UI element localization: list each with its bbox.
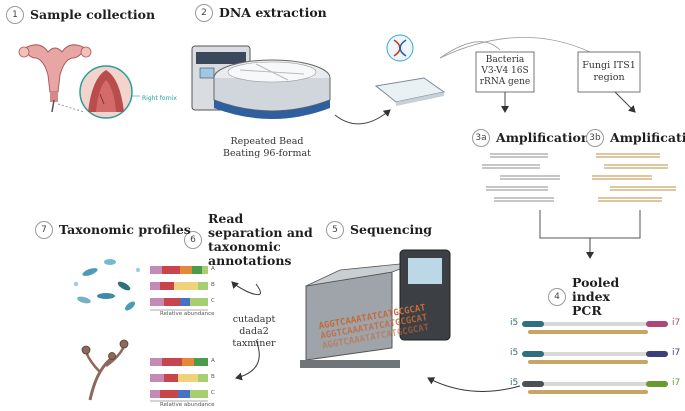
bacteria-box-label: Bacteria V3-V4 16S rRNA gene: [479, 55, 531, 87]
i5-label: i5: [510, 378, 519, 388]
step-5-header: 5 Sequencing: [326, 221, 432, 239]
step-6-header: 6 Read separation and taxonomic annotati…: [184, 212, 314, 268]
fungi-amplicons: [592, 153, 676, 202]
tool-taxminer: taxminer: [232, 338, 276, 349]
fungi-illustration: [81, 339, 129, 401]
step-3b-header: 3b Amplification: [586, 129, 685, 147]
tools-list: cutadapt dada2 taxminer: [226, 314, 282, 350]
fungi-box-label: Fungi ITS1 region: [582, 60, 636, 83]
uterus-illustration: [18, 44, 92, 113]
cervix-zoom-circle: [79, 65, 140, 119]
sample-label-a: A: [211, 266, 215, 272]
step-title: Sequencing: [350, 222, 433, 237]
fungi-abundance-chart: [150, 358, 208, 402]
step-title: Taxonomic profiles: [59, 222, 191, 237]
dna-plate: [374, 34, 446, 106]
bacteria-abundance-chart: [150, 266, 208, 311]
step-title: Read separation and taxonomic annotation…: [208, 211, 313, 268]
indexed-strands: [522, 321, 668, 394]
step-title: DNA extraction: [219, 5, 327, 20]
sample-label-c: C: [211, 298, 215, 304]
step-title: Sample collection: [30, 7, 156, 22]
sample-label-b: B: [211, 374, 215, 380]
sequencer: [300, 249, 451, 368]
step-title: Amplification: [610, 130, 685, 145]
extraction-robot: [191, 45, 331, 119]
sample-label-a: A: [211, 358, 215, 364]
step-1-header: 1 Sample collection: [6, 6, 155, 24]
step-number: 7: [35, 221, 53, 239]
bacteria-box: [475, 51, 535, 93]
bead-beating-label: Repeated Bead Beating 96-format: [223, 136, 311, 159]
step-title: Amplification: [496, 130, 590, 145]
fungi-box: [577, 51, 641, 93]
i7-label: i7: [672, 318, 681, 328]
step-number: 3b: [586, 129, 604, 147]
sample-label-b: B: [211, 282, 215, 288]
tool-dada2: dada2: [239, 326, 269, 337]
step-7-header: 7 Taxonomic profiles: [35, 221, 191, 239]
relative-abundance-label: Relative abundance: [160, 311, 215, 317]
step-title: Pooled index PCR: [572, 275, 620, 318]
step-number: 2: [195, 4, 213, 22]
i7-label: i7: [672, 348, 681, 358]
step-number: 5: [326, 221, 344, 239]
i7-label: i7: [672, 378, 681, 388]
sample-label-c: C: [211, 390, 215, 396]
step-number: 4: [548, 288, 566, 306]
step-3a-header: 3a Amplification: [472, 129, 590, 147]
step-number: 6: [184, 231, 202, 249]
step-number: 3a: [472, 129, 490, 147]
i5-label: i5: [510, 318, 519, 328]
step-2-header: 2 DNA extraction: [195, 4, 327, 22]
step-number: 1: [6, 6, 24, 24]
bacteria-illustration: [73, 259, 141, 311]
i5-label: i5: [510, 348, 519, 358]
relative-abundance-label: Relative abundance: [160, 402, 215, 408]
bacteria-amplicons: [482, 153, 560, 202]
tool-cutadapt: cutadapt: [232, 314, 276, 325]
right-fornix-label: Right fornix: [142, 95, 177, 102]
step-4-header: 4 Pooled index PCR: [548, 276, 668, 318]
